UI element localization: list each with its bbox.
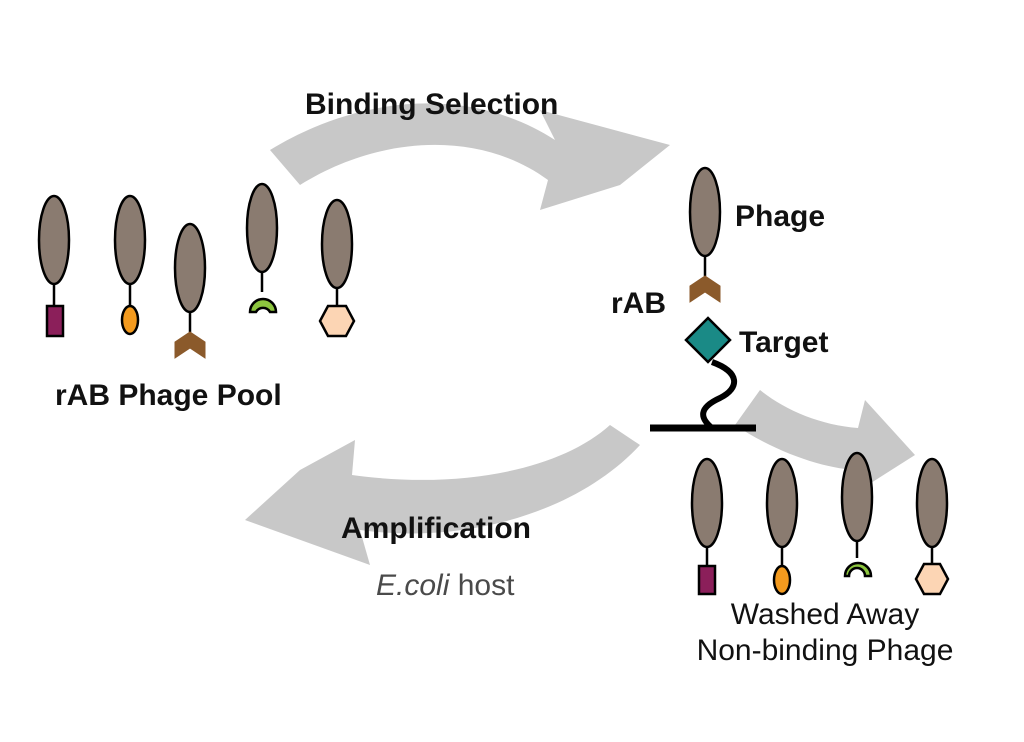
- pool-phage-3: [173, 222, 207, 359]
- host-rest: host: [449, 569, 515, 602]
- amplification-arrow: [245, 425, 640, 565]
- washed-phage-4: [914, 457, 950, 596]
- phage-label: Phage: [735, 200, 825, 233]
- pool-phage-1: [37, 194, 71, 338]
- hexagon-tag-icon: [318, 304, 356, 338]
- diamond-target-icon: [684, 316, 732, 364]
- washed-phage-1: [690, 457, 724, 596]
- chevron-tag-icon: [174, 331, 206, 359]
- bound-phage: [650, 166, 756, 432]
- chevron-tag-icon: [689, 275, 721, 303]
- target-label: Target: [739, 326, 828, 359]
- square-tag-icon: [697, 564, 717, 596]
- phage-icon: [320, 198, 354, 290]
- oval-tag-icon: [120, 304, 140, 336]
- phage-icon: [765, 457, 799, 549]
- washed-label-line2: Non-binding Phage: [697, 634, 954, 667]
- phage-icon: [688, 166, 722, 258]
- arc-tag-icon: [843, 561, 873, 578]
- phage-icon: [113, 194, 147, 286]
- pool-phage-2: [113, 194, 147, 336]
- amplification-label: Amplification: [341, 512, 531, 545]
- pool-phage-4: [245, 182, 279, 314]
- rab-label: rAB: [611, 287, 666, 320]
- phage-icon: [173, 222, 207, 314]
- binding-selection-arrow: [270, 103, 670, 210]
- washed-label-line1: Washed Away: [731, 598, 919, 631]
- phage-icon: [37, 194, 71, 286]
- phage-icon: [690, 457, 724, 549]
- washed-phage-3: [840, 451, 874, 578]
- binding-selection-label: Binding Selection: [305, 88, 558, 121]
- oval-tag-icon: [772, 564, 792, 596]
- arc-tag-icon: [248, 297, 278, 314]
- host-italic: E.coli: [376, 569, 451, 602]
- target-linker: [700, 359, 738, 431]
- phage-icon: [915, 457, 949, 549]
- phage-icon: [245, 182, 279, 274]
- washed-phage-2: [765, 457, 799, 596]
- pool-phage-5: [318, 198, 356, 338]
- phage-icon: [840, 451, 874, 543]
- host-label: E.coli host: [376, 569, 515, 602]
- square-tag-icon: [45, 304, 65, 338]
- hexagon-tag-icon: [914, 562, 950, 596]
- wash-arrow: [735, 390, 915, 495]
- pool-label: rAB Phage Pool: [55, 379, 282, 412]
